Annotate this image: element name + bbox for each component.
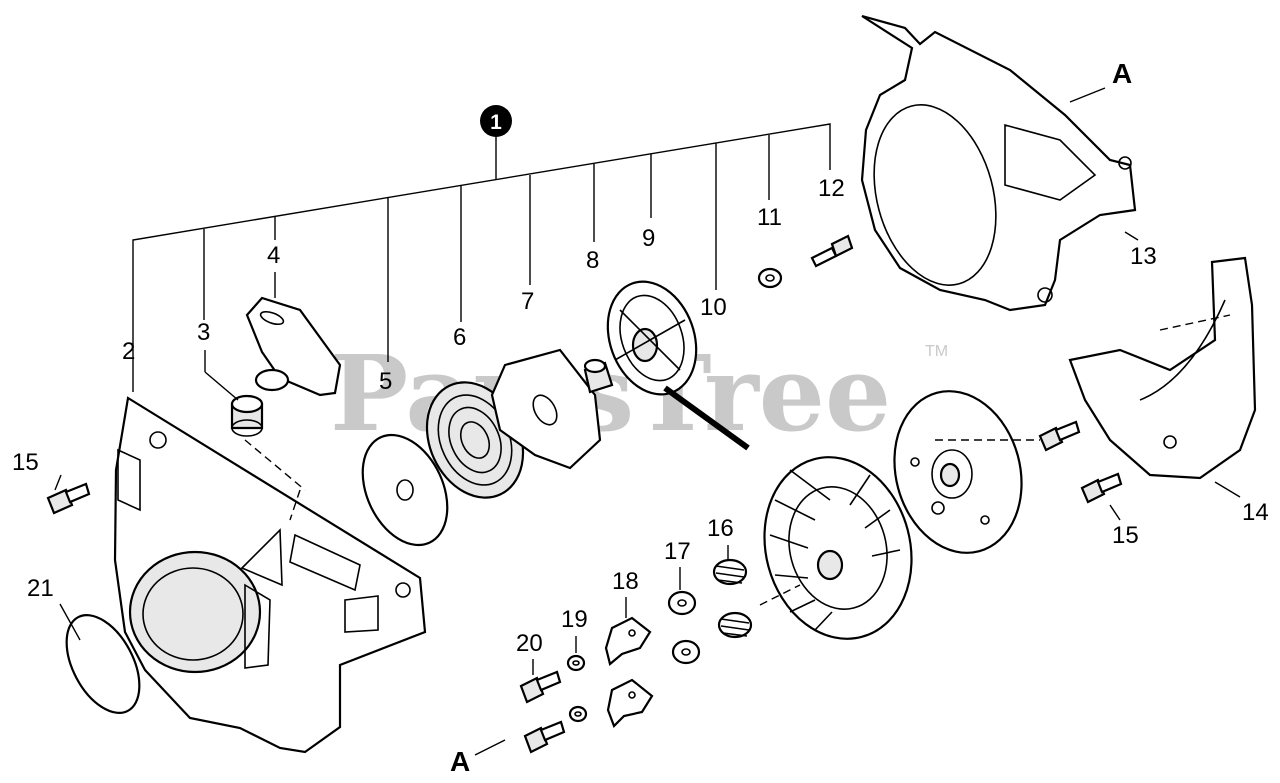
label-part-16[interactable]: 16 — [707, 515, 734, 542]
pulley-part-9[interactable] — [593, 269, 712, 407]
kit-number: 1 — [490, 111, 502, 134]
label-part-10[interactable]: 10 — [700, 294, 727, 321]
washer-part-17-upper[interactable] — [667, 590, 697, 616]
label-part-12[interactable]: 12 — [818, 175, 845, 202]
plate-part-7[interactable] — [490, 348, 602, 470]
washer-part-19-upper[interactable] — [566, 654, 586, 672]
assembly-lines — [244, 314, 1231, 606]
fan[interactable] — [745, 440, 932, 655]
reference-a-bottom[interactable]: A — [450, 746, 470, 777]
pawl-part-18-upper[interactable] — [604, 616, 652, 666]
label-part-13[interactable]: 13 — [1130, 243, 1157, 270]
label-part-5[interactable]: 5 — [379, 368, 392, 395]
washer-part-11[interactable] — [757, 267, 783, 289]
label-part-15-left[interactable]: 15 — [12, 449, 39, 476]
spring-part-16-lower[interactable] — [717, 611, 753, 639]
label-part-4[interactable]: 4 — [267, 242, 280, 269]
kit-number-badge[interactable]: 1 — [480, 105, 512, 137]
label-part-21[interactable]: 21 — [27, 575, 54, 602]
kit-bracket — [132, 123, 831, 392]
label-part-6[interactable]: 6 — [453, 324, 466, 351]
pawl-part-18-lower[interactable] — [606, 678, 654, 728]
label-part-14[interactable]: 14 — [1242, 499, 1269, 526]
label-part-19[interactable]: 19 — [561, 606, 588, 633]
cover-guide-part-14[interactable] — [1068, 256, 1257, 480]
screw-flywheel-right[interactable] — [1038, 420, 1081, 452]
bushing-part-8[interactable] — [583, 358, 614, 394]
label-part-3[interactable]: 3 — [197, 319, 210, 346]
seal-part-21[interactable] — [52, 603, 155, 725]
label-part-18[interactable]: 18 — [612, 568, 639, 595]
label-part-20[interactable]: 20 — [516, 630, 543, 657]
washer-part-19-lower[interactable] — [568, 705, 588, 723]
grommet-part-3[interactable] — [230, 394, 264, 437]
bolt-part-20-upper[interactable] — [519, 670, 562, 704]
screw-part-15-right[interactable] — [1080, 472, 1123, 504]
label-part-15-right[interactable]: 15 — [1112, 522, 1139, 549]
label-part-7[interactable]: 7 — [521, 288, 534, 315]
flywheel[interactable] — [877, 377, 1039, 568]
starter-housing-part-2[interactable] — [113, 396, 427, 754]
watermark-tm: TM — [925, 343, 948, 360]
handle-part-4[interactable] — [245, 296, 342, 397]
reference-a-top[interactable]: A — [1112, 58, 1132, 89]
spring-part-16-upper[interactable] — [712, 558, 748, 586]
label-part-8[interactable]: 8 — [586, 247, 599, 274]
label-part-9[interactable]: 9 — [642, 225, 655, 252]
label-leaders — [54, 87, 1241, 756]
screw-part-15-left[interactable] — [46, 482, 91, 515]
washer-part-5[interactable] — [346, 421, 464, 558]
label-part-2[interactable]: 2 — [122, 338, 135, 365]
washer-part-17-lower[interactable] — [671, 639, 701, 665]
label-part-17[interactable]: 17 — [664, 538, 691, 565]
watermark: PartsTree — [330, 332, 891, 455]
pin-part-10[interactable] — [663, 385, 750, 451]
bolt-part-20-lower[interactable] — [523, 720, 566, 754]
label-part-11[interactable]: 11 — [757, 204, 782, 231]
screw-part-12[interactable] — [810, 234, 854, 268]
fan-shroud-part-13[interactable] — [855, 14, 1137, 312]
